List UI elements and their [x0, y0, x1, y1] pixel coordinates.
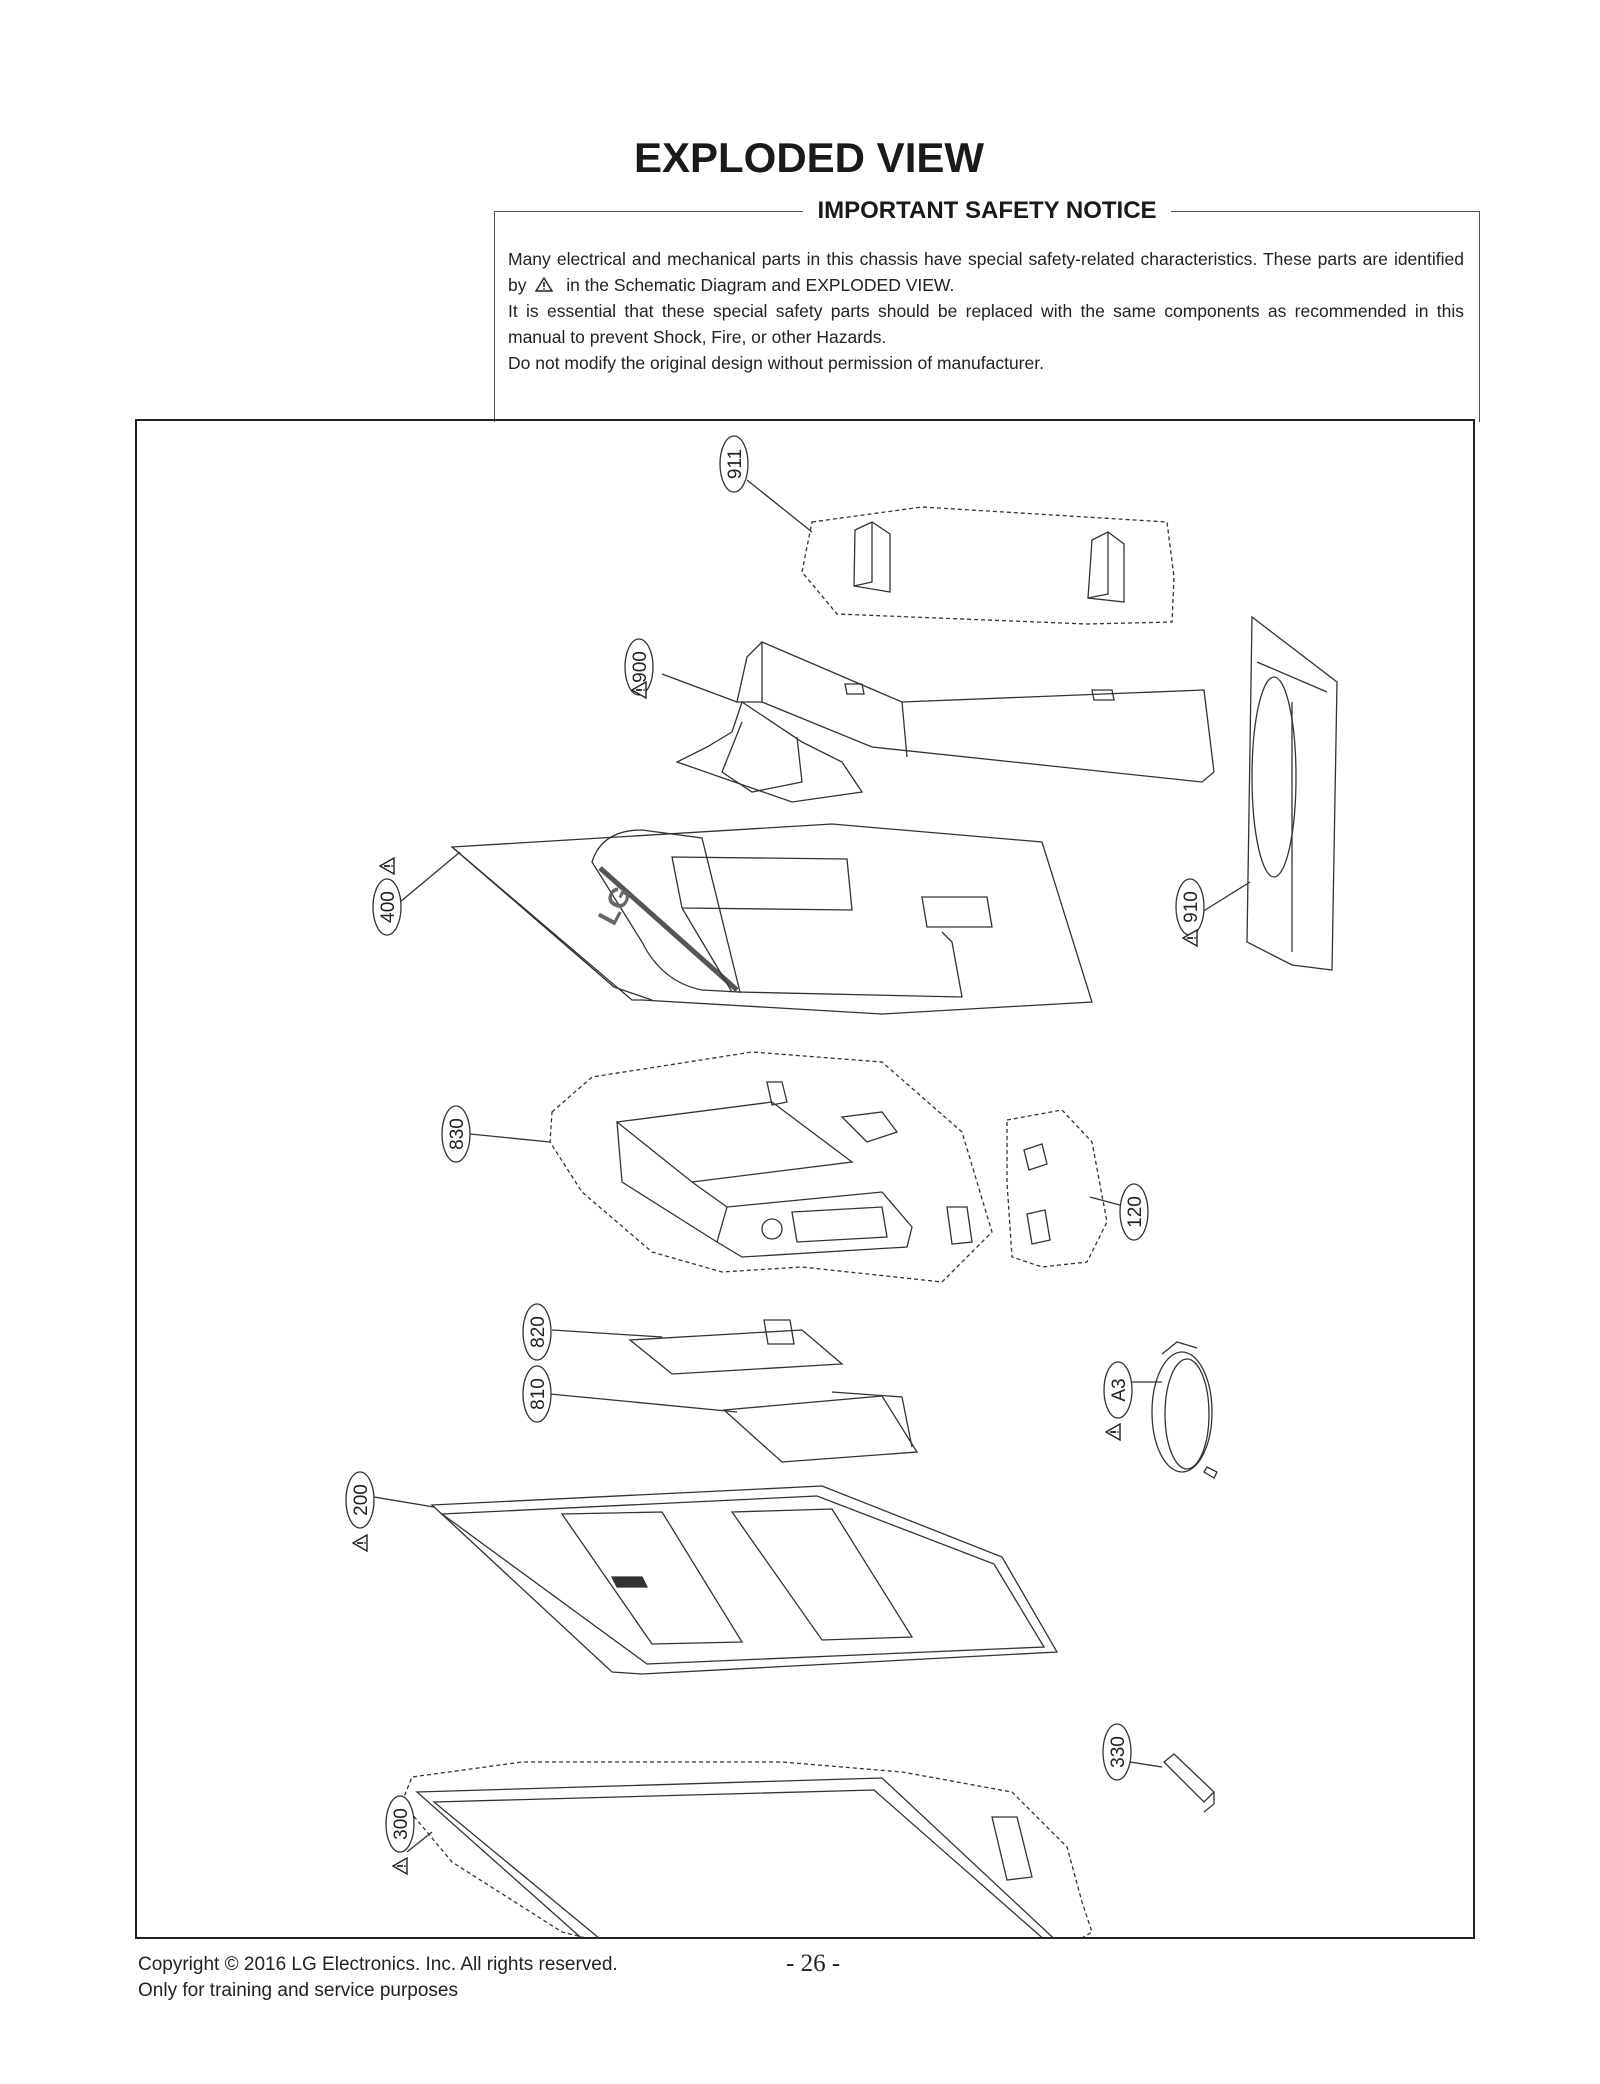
warning-triangle-icon	[535, 276, 554, 292]
safety-notice-heading-wrap: IMPORTANT SAFETY NOTICE	[494, 197, 1480, 225]
svg-text:200: 200	[351, 1484, 372, 1516]
warning-icon-A3	[1105, 1423, 1121, 1441]
svg-text:300: 300	[391, 1808, 412, 1840]
svg-text:120: 120	[1125, 1196, 1146, 1228]
part-330-bracket	[1163, 1753, 1215, 1813]
notice-paragraph-1: Many electrical and mechanical parts in …	[508, 246, 1464, 298]
part-910-base	[1246, 615, 1338, 971]
svg-text:810: 810	[528, 1378, 549, 1410]
safety-notice-heading: IMPORTANT SAFETY NOTICE	[803, 197, 1171, 224]
warning-icon-400	[379, 857, 395, 875]
leader-900	[661, 673, 738, 703]
part-900-stand	[675, 641, 1215, 803]
callout-911: 911	[719, 435, 749, 493]
svg-text:910: 910	[1181, 891, 1202, 923]
page-number: - 26 -	[786, 1950, 841, 1977]
svg-text:820: 820	[528, 1316, 549, 1348]
part-A3-cable	[1151, 1341, 1218, 1479]
page-title: EXPLODED VIEW	[633, 134, 985, 181]
leader-200	[373, 1496, 435, 1508]
callout-120: 120	[1119, 1183, 1149, 1241]
svg-text:A3: A3	[1109, 1378, 1130, 1401]
warning-icon-300	[392, 1857, 408, 1875]
callout-200: 200	[345, 1471, 375, 1529]
leader-300	[406, 1831, 433, 1853]
part-400-back-cover	[450, 823, 1093, 1015]
footer: Copyright © 2016 LG Electronics. Inc. Al…	[138, 1952, 618, 2004]
svg-text:911: 911	[725, 449, 746, 479]
part-911-hinges	[801, 506, 1175, 625]
part-810-mainboard	[722, 1391, 919, 1463]
leader-830	[469, 1133, 551, 1143]
part-300-front-bezel	[401, 1761, 1093, 1937]
exploded-view-diagram: LG	[135, 419, 1475, 1939]
callout-900: 900	[624, 638, 654, 696]
notice-line1-a: Many electrical and mechanical parts in …	[508, 249, 1464, 295]
callout-910: 910	[1175, 878, 1205, 936]
callout-330: 330	[1102, 1723, 1132, 1781]
callout-820: 820	[522, 1303, 552, 1361]
svg-text:900: 900	[630, 651, 651, 683]
svg-text:400: 400	[378, 891, 399, 923]
warning-icon-200	[352, 1534, 368, 1552]
callout-830: 830	[441, 1105, 471, 1163]
svg-text:830: 830	[447, 1118, 468, 1150]
leader-910	[1201, 881, 1251, 913]
leader-330	[1129, 1761, 1163, 1768]
svg-text:330: 330	[1108, 1736, 1129, 1768]
purpose-text: Only for training and service purposes	[138, 1980, 458, 2001]
callout-400: 400	[372, 878, 402, 936]
part-830-shield	[549, 1051, 993, 1283]
callout-810: 810	[522, 1365, 552, 1423]
notice-line1-b: in the Schematic Diagram and EXPLODED VI…	[566, 275, 955, 295]
notice-paragraph-3: Do not modify the original design withou…	[508, 353, 1044, 373]
part-200-rear-frame	[430, 1485, 1059, 1675]
notice-paragraph-2: It is essential that these special safet…	[508, 301, 1464, 347]
callout-300: 300	[385, 1795, 415, 1853]
leader-810	[549, 1393, 738, 1413]
exploded-view-drawing: LG	[345, 435, 1338, 1937]
safety-notice-text: Many electrical and mechanical parts in …	[508, 246, 1464, 376]
safety-markers	[352, 681, 1198, 1875]
lg-logo: LG	[592, 881, 638, 930]
callout-A3: A3	[1103, 1361, 1133, 1419]
leader-911	[746, 479, 813, 533]
part-120-small-parts	[1006, 1109, 1108, 1268]
leader-820	[551, 1329, 663, 1338]
copyright-text: Copyright © 2016 LG Electronics. Inc. Al…	[138, 1954, 618, 1975]
leader-400	[393, 851, 461, 908]
part-820-board	[628, 1319, 844, 1375]
